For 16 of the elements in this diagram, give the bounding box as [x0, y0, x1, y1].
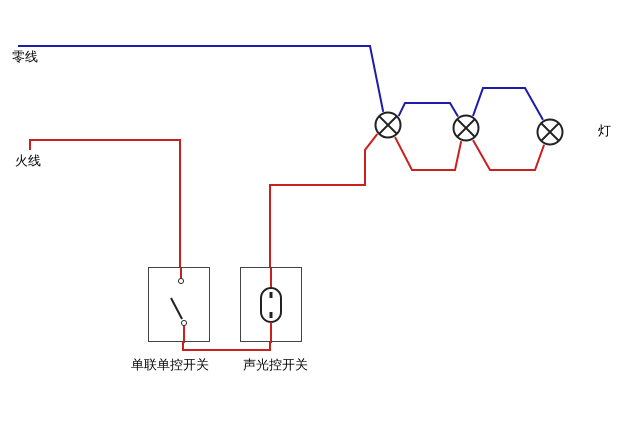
wire	[269, 133, 378, 267]
wire-label: 火线	[15, 154, 41, 169]
lamp-symbol	[536, 118, 564, 146]
wire-label: 零线	[12, 50, 38, 65]
switch-label: 单联单控开关	[131, 357, 209, 374]
wire	[398, 102, 459, 117]
wire	[394, 136, 462, 171]
lamp-symbol	[452, 114, 480, 142]
lamp-symbol	[374, 111, 402, 139]
wire	[182, 342, 271, 351]
lamp-label: 灯	[598, 123, 611, 140]
wire	[18, 45, 384, 112]
wire	[472, 87, 544, 120]
switch-label: 声光控开关	[243, 357, 308, 374]
wire	[29, 139, 181, 267]
wire	[472, 140, 546, 171]
